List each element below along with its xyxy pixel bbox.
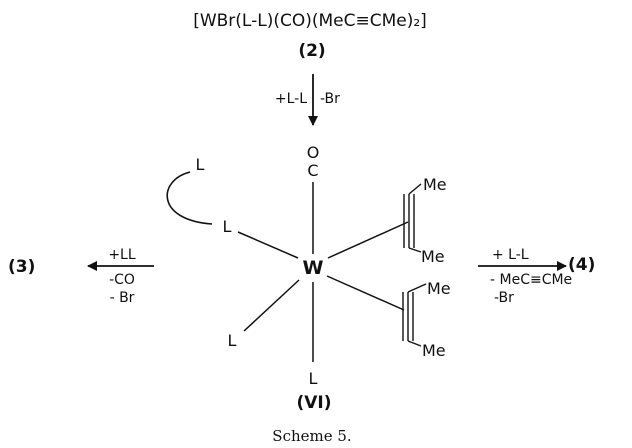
ligand-chelate-upper: L xyxy=(196,155,205,174)
scheme-caption: Scheme 5. xyxy=(272,427,351,445)
ligand-chelate-lower: L xyxy=(223,217,232,236)
down-arrow-reagent: +L-L xyxy=(275,91,307,107)
lower-alkyne-methyl-bottom: Me xyxy=(422,341,446,360)
top-compound-label: (2) xyxy=(298,41,325,61)
left-product-label: (3) xyxy=(8,257,35,277)
carbonyl-carbon: C xyxy=(307,161,318,180)
right-arrow-loss-alkyne: - MeC≡CMe xyxy=(490,272,572,288)
ligand-lower-left: L xyxy=(228,331,237,350)
right-arrow-reagent: + L-L xyxy=(492,247,529,263)
left-arrow-loss-co: -CO xyxy=(109,272,135,288)
chelate-arc xyxy=(166,171,213,225)
lower-alkyne-methyl-top: Me xyxy=(427,279,451,298)
upper-alkyne-me-bond-top xyxy=(408,183,422,195)
complex-label: (VI) xyxy=(296,393,331,413)
tungsten-atom: W xyxy=(303,257,324,279)
down-arrow-loss: -Br xyxy=(320,91,340,107)
upper-alkyne-methyl-bottom: Me xyxy=(421,247,445,266)
lower-alkyne-me-bond-bottom xyxy=(407,340,422,347)
lower-alkyne-me-bond-top xyxy=(407,283,427,293)
bond-w-upper-alkyne xyxy=(327,221,409,259)
top-formula: [WBr(L-L)(CO)(MeC≡CMe)₂] xyxy=(193,11,427,31)
ligand-bottom: L xyxy=(309,369,318,388)
upper-alkyne-methyl-top: Me xyxy=(423,175,447,194)
right-arrow-loss-br: -Br xyxy=(494,290,514,306)
right-product-label: (4) xyxy=(568,255,595,275)
bond-w-left-l xyxy=(243,279,300,332)
carbonyl-oxygen: O xyxy=(307,143,320,162)
upper-alkyne-me-bond-bottom xyxy=(408,247,422,253)
left-arrow-loss-br: - Br xyxy=(110,290,135,306)
left-arrow-reagent: +LL xyxy=(108,247,136,263)
bond-w-lower-alkyne xyxy=(326,275,405,311)
bond-w-chelate-l xyxy=(237,231,299,259)
